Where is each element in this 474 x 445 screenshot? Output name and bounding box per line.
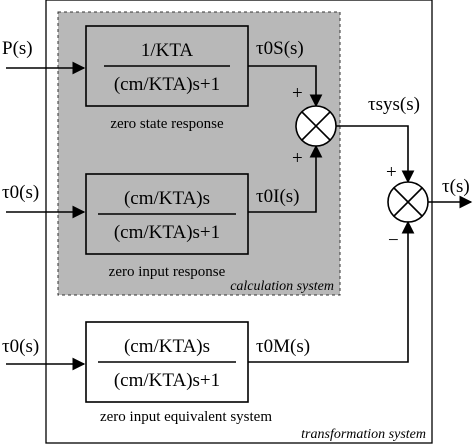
zero-input-equivalent-output-wire — [248, 220, 415, 363]
tau0s-signal-label: τ0S(s) — [256, 38, 304, 59]
zero-state-denominator: (cm/KTA)s+1 — [114, 74, 220, 95]
zero-input-equivalent-denominator: (cm/KTA)s+1 — [114, 370, 220, 391]
transformation-system-frame — [45, 0, 433, 444]
calculation-system-label: calculation system — [230, 279, 334, 294]
tau-sys-label: τsys(s) — [368, 94, 420, 115]
sum2-top-sign: + — [386, 162, 397, 183]
summing-junction-2 — [387, 181, 429, 223]
zero-state-output-wire — [248, 65, 323, 108]
input-tau0-lower-label: τ0(s) — [2, 336, 39, 357]
sum2-bottom-sign: − — [388, 230, 399, 251]
zero-input-caption: zero input response — [109, 264, 226, 280]
sum1-bottom-sign: + — [292, 148, 303, 169]
tau-sys-wire — [336, 125, 415, 184]
zero-input-equivalent-numerator: (cm/KTA)s — [124, 336, 210, 357]
zero-state-caption: zero state response — [110, 116, 224, 132]
input-tau0-upper-label: τ0(s) — [2, 182, 39, 203]
zero-input-output-wire — [248, 144, 323, 213]
tau0m-signal-label: τ0M(s) — [256, 336, 310, 357]
calculation-system-region — [57, 11, 341, 296]
zero-state-numerator: 1/KTA — [141, 40, 194, 61]
output-tau-label: τ(s) — [442, 176, 470, 197]
zero-input-equivalent-caption: zero input equivalent system — [100, 409, 272, 425]
summing-junction-1 — [295, 105, 337, 147]
zero-input-numerator: (cm/KTA)s — [124, 188, 210, 209]
tau0i-signal-label: τ0I(s) — [256, 186, 300, 207]
sum1-top-sign: + — [292, 83, 303, 104]
zero-input-denominator: (cm/KTA)s+1 — [114, 222, 220, 243]
transformation-system-label: transformation system — [301, 427, 426, 442]
input-p-label: P(s) — [2, 38, 33, 59]
zero-input-block — [85, 173, 249, 255]
